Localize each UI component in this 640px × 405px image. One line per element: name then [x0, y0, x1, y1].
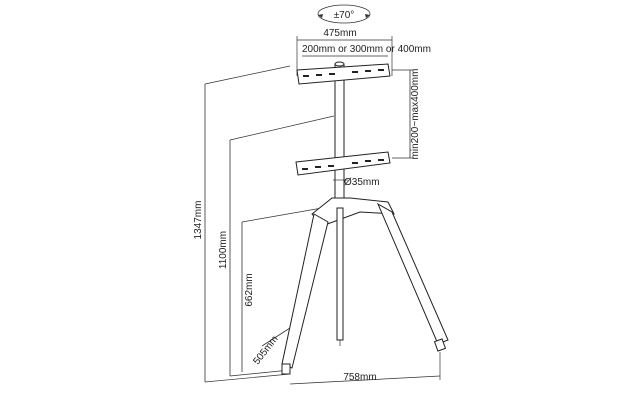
- left-leg-foot: [281, 363, 291, 375]
- dim-line-505: [261, 327, 291, 347]
- stand-pole: [334, 63, 345, 215]
- label-height-range: min200~max400mm: [410, 69, 421, 160]
- label-1100mm: 1100mm: [218, 231, 229, 269]
- label-758mm: 758mm: [343, 372, 376, 383]
- dim-ext-1100-top: [229, 115, 335, 141]
- right-leg-foot: [433, 338, 447, 352]
- lower-bracket-slots: [302, 159, 384, 170]
- label-vesa: 200mm or 300mm or 400mm: [302, 44, 431, 55]
- tilt-arrow-right-icon: [365, 14, 370, 18]
- front-left-leg: [281, 213, 329, 369]
- label-662mm: 662mm: [244, 273, 255, 306]
- label-1347mm: 1347mm: [193, 201, 204, 240]
- label-505mm: 505mm: [251, 334, 280, 367]
- top-mount-bracket: [296, 63, 391, 85]
- label-475mm: 475mm: [323, 28, 356, 39]
- label-pole-diameter: Ø35mm: [344, 177, 380, 188]
- dim-ext-1347-top: [204, 65, 291, 85]
- front-right-leg: [376, 202, 449, 345]
- dim-line-758: [289, 375, 441, 385]
- lower-mount-bracket: [295, 151, 391, 176]
- back-leg: [336, 207, 344, 341]
- tilt-label: ±70°: [334, 10, 355, 21]
- pole-cap: [334, 61, 345, 67]
- dim-ext-662-top: [241, 207, 323, 223]
- tilt-indicator: [317, 4, 371, 24]
- tilt-arrow-left-icon: [318, 14, 323, 18]
- tripod-hub: [311, 197, 395, 227]
- top-bracket-slots: [303, 69, 384, 77]
- dim-base-line-2: [229, 369, 291, 377]
- dim-base-line-1: [204, 373, 291, 383]
